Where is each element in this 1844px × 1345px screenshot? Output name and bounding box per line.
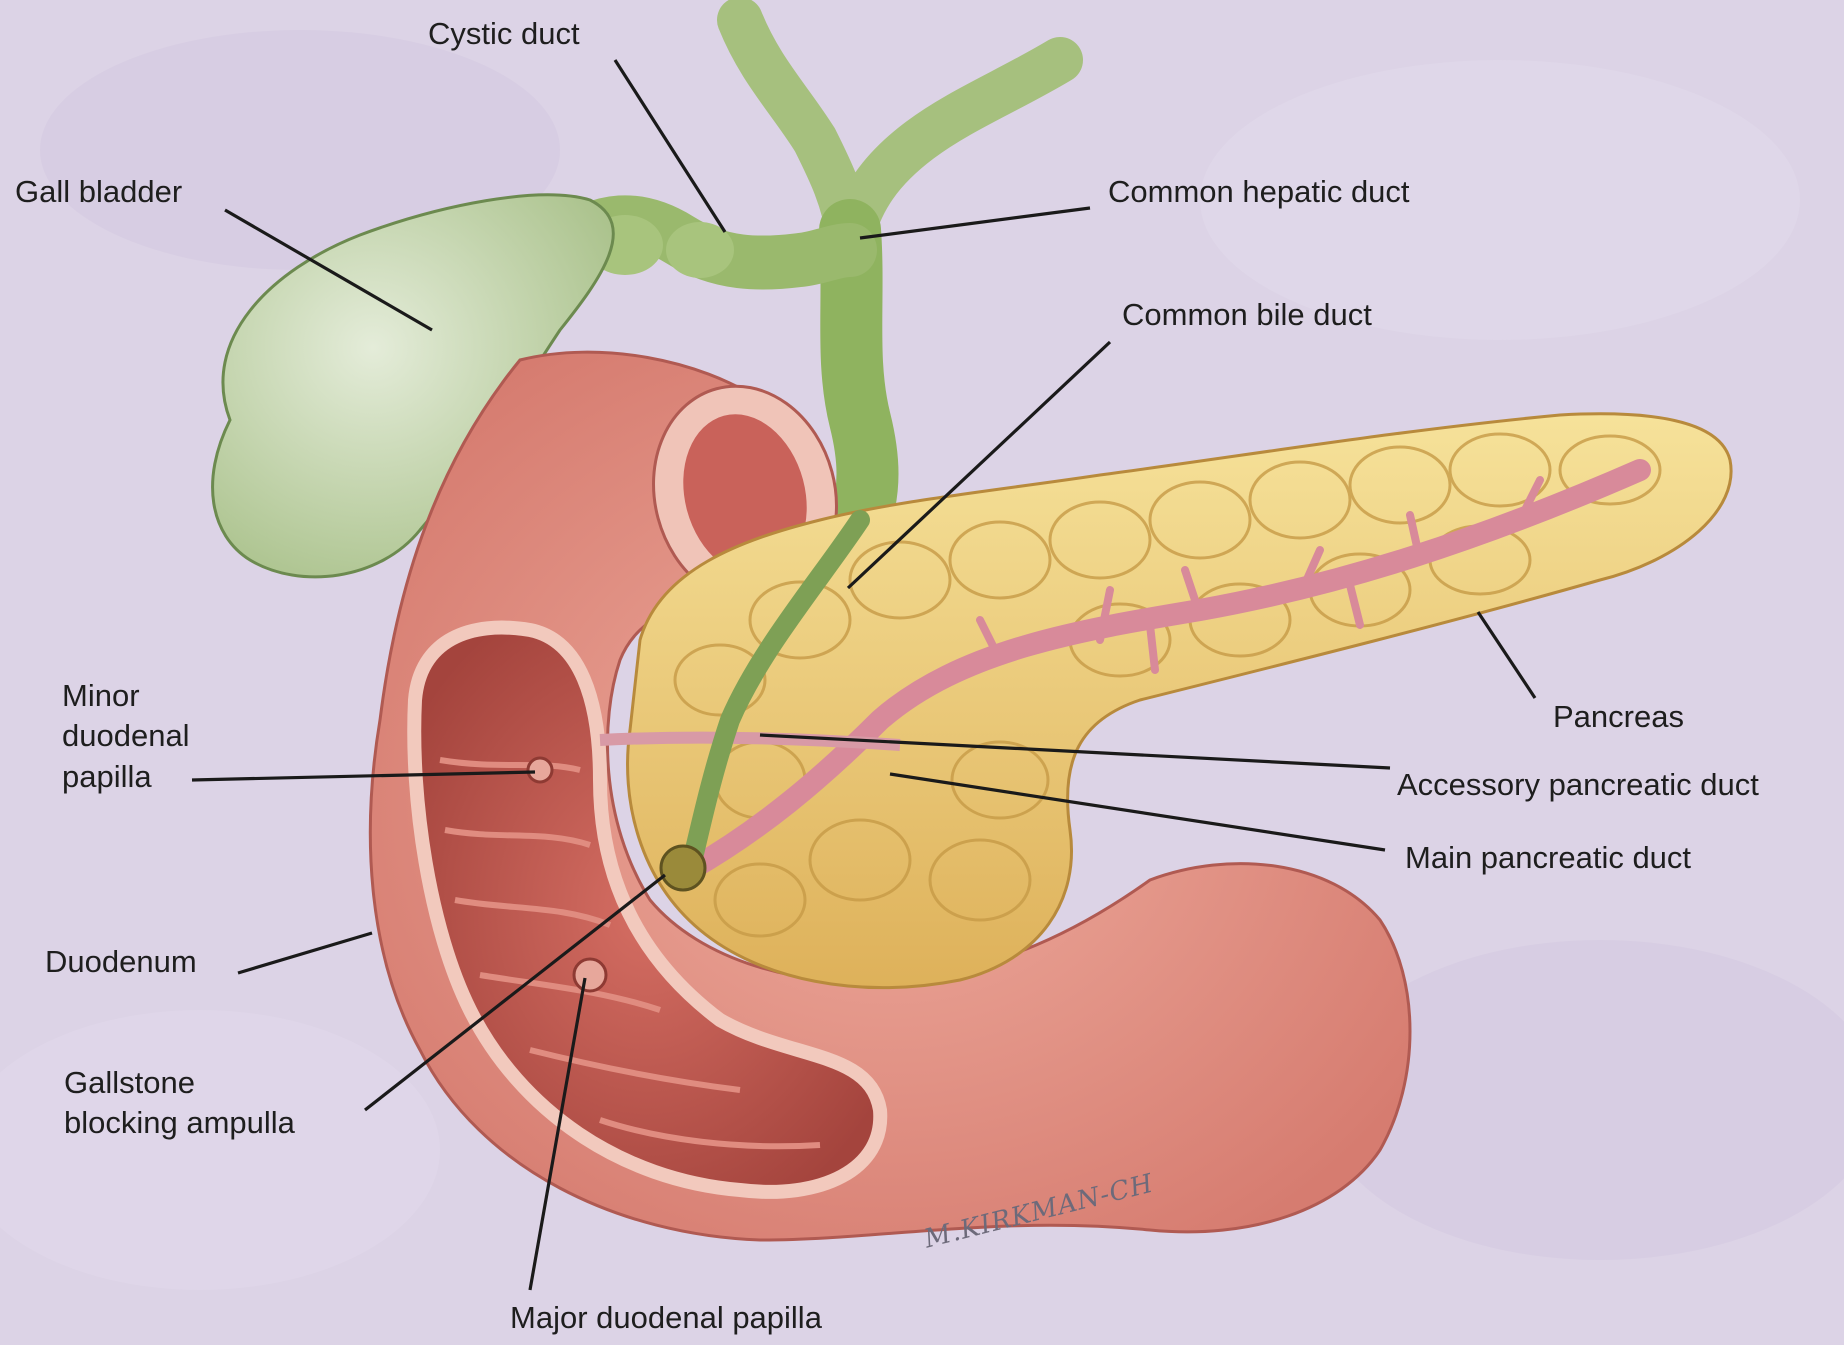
label-major-papilla: Major duodenal papilla	[510, 1298, 822, 1338]
label-minor-papilla-line1: Minor	[62, 676, 190, 716]
label-accessory-pancreatic-duct: Accessory pancreatic duct	[1397, 765, 1759, 805]
label-gallstone-line1: Gallstone	[64, 1063, 295, 1103]
label-gall-bladder: Gall bladder	[15, 172, 182, 212]
label-cystic-duct: Cystic duct	[428, 14, 580, 54]
label-main-pancreatic-duct: Main pancreatic duct	[1405, 838, 1691, 878]
label-duodenum: Duodenum	[45, 942, 197, 982]
label-minor-papilla-line3: papilla	[62, 757, 190, 797]
label-minor-papilla: Minor duodenal papilla	[62, 676, 190, 797]
label-gallstone: Gallstone blocking ampulla	[64, 1063, 295, 1144]
label-gallstone-line2: blocking ampulla	[64, 1103, 295, 1143]
label-common-bile-duct: Common bile duct	[1122, 295, 1372, 335]
label-minor-papilla-line2: duodenal	[62, 716, 190, 756]
label-common-hepatic-duct: Common hepatic duct	[1108, 172, 1410, 212]
label-pancreas: Pancreas	[1553, 697, 1684, 737]
gallstone-shape	[661, 846, 705, 890]
